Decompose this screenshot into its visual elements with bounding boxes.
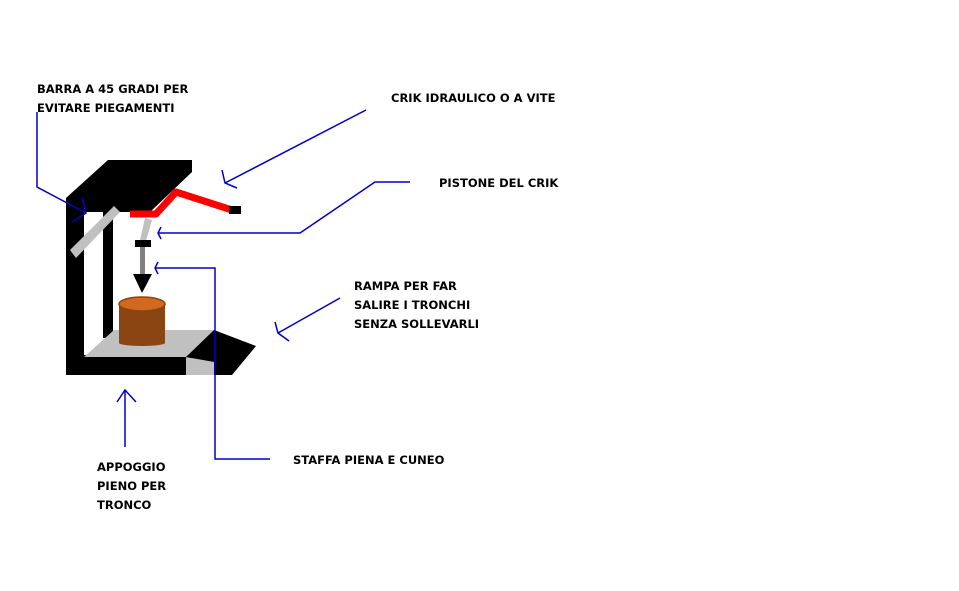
piston-rod	[140, 247, 145, 275]
annotation-arrows	[36, 109, 410, 460]
arrow-jack	[224, 109, 367, 184]
label-ramp-line1: RAMPA PER FAR	[354, 279, 457, 293]
splitting-blade	[133, 274, 152, 293]
piston	[133, 218, 152, 293]
base	[66, 355, 191, 375]
wedge	[186, 357, 214, 375]
jack-arm	[130, 188, 234, 218]
arrow-piston-head	[157, 226, 162, 240]
arrow-jack-head	[221, 169, 238, 189]
jack	[130, 188, 241, 218]
arrow-bar-head	[71, 197, 87, 223]
label-bar-line1: BARRA A 45 GRADI PER	[37, 82, 188, 96]
label-ramp-line2: SALIRE I TRONCHI	[354, 298, 470, 312]
log-bottom	[119, 340, 165, 346]
diagonal-brace-bar	[70, 206, 120, 258]
arrow-support-head	[116, 388, 137, 403]
piston-cap	[135, 240, 151, 247]
arrow-bar	[36, 112, 87, 214]
arrow-bracket	[155, 267, 270, 460]
ramp	[186, 330, 256, 375]
jack-handle-end	[229, 206, 241, 214]
arrow-ramp-head	[274, 321, 290, 342]
label-piston: PISTONE DEL CRIK	[439, 176, 559, 190]
inner-post	[103, 210, 113, 338]
arrow-piston	[158, 181, 410, 234]
label-support-line1: APPOGGIO	[97, 460, 166, 474]
label-support-line2: PIENO PER	[97, 479, 166, 493]
label-bracket: STAFFA PIENA E CUNEO	[293, 453, 445, 467]
label-bar-line2: EVITARE PIEGAMENTI	[37, 101, 175, 115]
log-top	[118, 296, 166, 312]
label-support-line3: TRONCO	[97, 498, 152, 512]
label-jack: CRIK IDRAULICO O A VITE	[391, 91, 556, 105]
label-ramp-line3: SENZA SOLLEVARLI	[354, 317, 479, 331]
arrow-bracket-head	[154, 261, 159, 275]
arrow-ramp	[277, 297, 341, 334]
piston-upper	[140, 218, 152, 241]
top-slab	[66, 160, 192, 375]
log	[118, 296, 166, 346]
